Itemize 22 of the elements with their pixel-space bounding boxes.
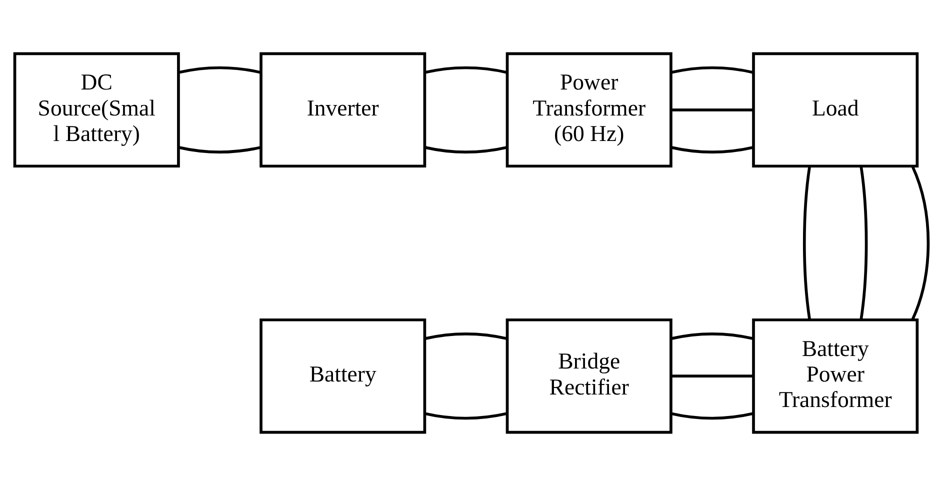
- node-box: Inverter: [260, 52, 426, 168]
- node-box: DC Source(Smal l Battery): [13, 52, 180, 168]
- node-box: Power Transformer (60 Hz): [506, 52, 672, 168]
- connector: [802, 166, 812, 320]
- connector: [911, 166, 930, 320]
- connector: [860, 166, 868, 320]
- connector: [671, 145, 754, 153]
- connector: [671, 108, 754, 111]
- node-box: Bridge Rectifier: [506, 318, 672, 434]
- connector: [424, 145, 508, 153]
- connector: [424, 332, 508, 340]
- node-box: Load: [752, 52, 919, 168]
- connector: [424, 412, 508, 420]
- connector: [424, 66, 508, 74]
- node-box: Battery Power Transformer: [752, 318, 919, 434]
- node-box: Battery: [260, 318, 426, 434]
- connector: [671, 412, 754, 420]
- connector: [178, 145, 262, 153]
- connector: [671, 66, 754, 74]
- connector: [178, 66, 262, 74]
- connector: [671, 374, 754, 377]
- connector: [671, 332, 754, 340]
